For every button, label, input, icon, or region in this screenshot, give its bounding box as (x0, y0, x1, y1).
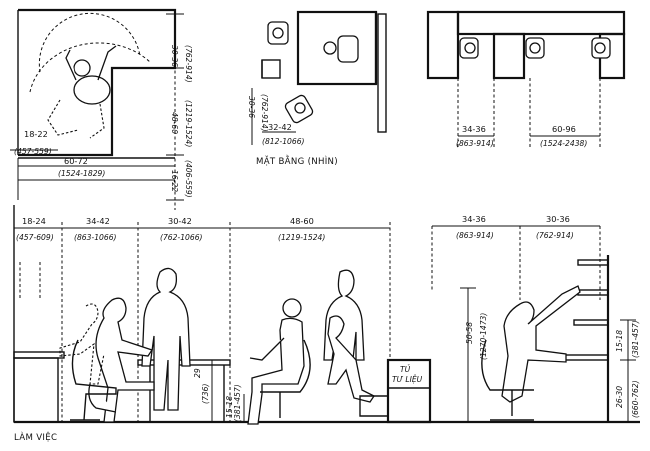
dim-457-559: (457-559) (14, 147, 52, 156)
chair-right (258, 339, 311, 423)
dim-863-914: (863-914) (456, 231, 494, 240)
dim-381-457: (381-457) (631, 320, 640, 358)
plan-left: 30-36 (762-914) 48-60 (1219-1524) 16-22 … (10, 8, 193, 210)
dim-48-60: 48-60 (170, 112, 179, 134)
dim-762-914: (762-914) (260, 94, 269, 132)
dim-1524-2438: (1524-2438) (540, 139, 587, 148)
seated-person-left (88, 297, 155, 423)
dim-15-18: 15-18 (615, 330, 624, 352)
dim-1524-1829: (1524-1829) (58, 169, 105, 178)
dim-60-72: 60-72 (64, 156, 88, 166)
dim-50-58: 50-58 (465, 322, 474, 344)
dim-48-60: 48-60 (290, 216, 314, 226)
chair-top-3 (284, 94, 314, 124)
chair-left (70, 339, 117, 421)
elevation-caption: LÀM VIỆC (14, 431, 57, 443)
dim-1219-1524: (1219-1524) (278, 233, 325, 242)
dim-762-914: (762-914) (536, 231, 574, 240)
bending-person (327, 315, 375, 403)
dim-762-1066: (762-1066) (160, 233, 203, 242)
desk-top (456, 10, 626, 36)
dim-16-22: 16-22 (170, 170, 179, 192)
reach-arc (38, 12, 141, 73)
dim-34-36: 34-36 (462, 214, 486, 224)
desk-left (426, 10, 460, 80)
cabinet-plan (377, 13, 387, 133)
dim-457-609: (457-609) (16, 233, 54, 242)
dim-34-36: 34-36 (462, 124, 486, 134)
elevation-right: 34-36 (863-914) 30-36 (762-914) 50-58 (1… (431, 214, 640, 424)
dim-60-96: 60-96 (552, 124, 576, 134)
desk-block (296, 10, 378, 86)
dim-18-22: 18-22 (24, 129, 48, 139)
chair-top-1 (267, 21, 289, 45)
dim-762-914: (762-914) (184, 45, 193, 83)
dim-30-36: 30-36 (170, 45, 179, 67)
dim-18-24: 18-24 (22, 216, 46, 226)
dim-381-457: (381-457) (233, 384, 242, 422)
desk-middle (492, 32, 526, 80)
shelf-2 (577, 289, 609, 296)
dim-30-42: 30-42 (168, 216, 192, 226)
dim-29: 29 (193, 368, 202, 378)
seated-person-right (247, 298, 305, 425)
cabinet-label-2: TƯ LIỆU (392, 375, 423, 384)
desk-outline (18, 8, 177, 157)
dim-30-36: 30-36 (247, 96, 256, 118)
dim-1270-1473: (1270-1473) (479, 313, 488, 360)
dim-1219-1524: (1219-1524) (184, 100, 193, 147)
plan-caption: MẶT BẰNG (NHÌN) (256, 154, 338, 167)
file-cabinet (386, 358, 432, 424)
shelf-1 (577, 259, 609, 266)
chair-top-2 (323, 35, 359, 63)
chair-plan-2 (525, 37, 545, 59)
dim-30-36: 30-36 (546, 214, 570, 224)
standing-person (141, 267, 191, 411)
dim-863-1066: (863-1066) (74, 233, 117, 242)
side-table (261, 59, 281, 79)
dim-660-762: (660-762) (631, 380, 640, 418)
dim-736: (736) (201, 384, 210, 404)
elevation-left: 18-24 (457-609) 34-42 (863-1066) 30-42 (… (13, 205, 432, 443)
plan-right: 34-36 (863-914) 60-96 (1524-2438) (426, 10, 626, 148)
chair-plan-1 (459, 37, 479, 59)
dim-406-559: (406-559) (184, 160, 193, 198)
dim-15-18: 15-18 (225, 396, 234, 418)
plan-middle: 30-36 (762-914) 32-42 (812-1066) MẶT BẰN… (247, 10, 387, 167)
reach-arc-outer (29, 42, 151, 93)
dim-863-914: (863-914) (456, 139, 494, 148)
dim-34-42: 34-42 (86, 216, 110, 226)
shelf-3 (573, 319, 609, 326)
desk-drawer (13, 357, 59, 423)
cabinet-label-1: TỦ (400, 364, 411, 374)
dim-812-1066: (812-1066) (262, 137, 305, 146)
dim-32-42: 32-42 (268, 122, 292, 132)
reaching-person (501, 285, 581, 403)
dim-26-30: 26-30 (615, 386, 624, 408)
desk-left-elev (13, 351, 65, 359)
chair-reach (481, 339, 534, 421)
person-top-view (47, 45, 117, 139)
chair-plan-3 (591, 37, 611, 59)
